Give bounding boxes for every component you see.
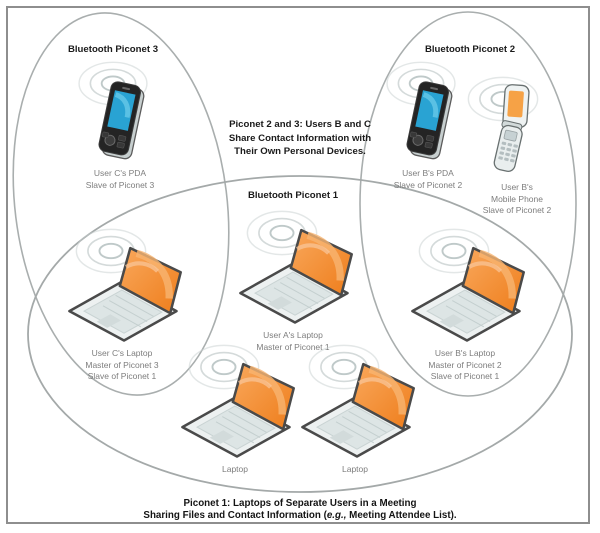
label-line: Master of Piconet 1	[256, 341, 330, 352]
label-line: User C's Laptop	[91, 348, 153, 358]
label-line: Master of Piconet 3	[85, 359, 159, 370]
diagram-frame	[6, 6, 590, 524]
device-label: User C's Laptop Master of Piconet 3 Slav…	[47, 348, 197, 383]
device-label: User B's Mobile Phone Slave of Piconet 2	[467, 182, 567, 217]
caption-line-2: Sharing Files and Contact Information (e…	[100, 510, 500, 522]
laptop-art	[218, 210, 368, 328]
device-laptop-generic-2: Laptop	[280, 340, 430, 476]
label-line: Laptop	[222, 464, 248, 474]
label-line: Slave of Piconet 1	[430, 371, 500, 382]
laptop-art	[390, 228, 540, 346]
label-line: Laptop	[342, 464, 368, 474]
device-label: Laptop	[280, 464, 430, 476]
pda-icon	[97, 81, 146, 160]
note-line: Their Own Personal Devices.	[234, 146, 366, 157]
piconet2-title: Bluetooth Piconet 2	[424, 44, 516, 55]
piconet2-ellipse	[359, 11, 577, 397]
label-line: User A's Laptop	[263, 330, 323, 340]
piconet1-ellipse	[27, 175, 573, 493]
note-line: Share Contact Information with	[228, 132, 372, 144]
label-line: User B's	[501, 182, 533, 192]
device-user-a-laptop: User A's Laptop Master of Piconet 1	[218, 206, 368, 353]
caption-line-1: Piconet 1: Laptops of Separate Users in …	[183, 498, 417, 509]
label-line: User B's Laptop	[434, 348, 496, 358]
caption-text: Sharing Files and Contact Information (	[143, 510, 327, 522]
laptop-art	[47, 228, 197, 346]
device-laptop-generic-1: Laptop	[160, 340, 310, 476]
label-line: Slave of Piconet 2	[482, 205, 552, 216]
caption-text: Meeting Attendee List).	[346, 510, 457, 522]
device-user-b-mobile-phone: User B's Mobile Phone Slave of Piconet 2	[467, 74, 567, 217]
device-label: User B's Laptop Master of Piconet 2 Slav…	[390, 348, 540, 383]
phone-art	[467, 76, 539, 174]
label-line: Mobile Phone	[491, 193, 543, 204]
label-line: Slave of Piconet 1	[87, 371, 157, 382]
piconet23-note: Piconet 2 and 3: Users B and C Share Con…	[200, 118, 400, 159]
piconet1-title: Bluetooth Piconet 1	[247, 190, 339, 201]
device-user-b-pda: User B's PDA Slave of Piconet 2	[378, 56, 478, 191]
device-label: User A's Laptop Master of Piconet 1	[218, 330, 368, 353]
device-label: Laptop	[160, 464, 310, 476]
laptop-art	[280, 344, 430, 462]
label-line: User C's PDA	[93, 168, 147, 178]
device-label: User B's PDA Slave of Piconet 2	[378, 168, 478, 191]
label-line: User B's PDA	[402, 168, 454, 178]
piconet3-ellipse	[12, 12, 230, 396]
caption-italic-text: e.g.,	[326, 510, 347, 522]
label-line: Slave of Piconet 2	[393, 179, 463, 190]
device-user-c-laptop: User C's Laptop Master of Piconet 3 Slav…	[47, 224, 197, 383]
piconet1-caption: Piconet 1: Laptops of Separate Users in …	[100, 498, 500, 522]
piconet3-title: Bluetooth Piconet 3	[67, 44, 159, 55]
pda-art	[78, 61, 170, 166]
label-line: Slave of Piconet 3	[85, 179, 155, 190]
device-user-c-pda: User C's PDA Slave of Piconet 3	[70, 56, 170, 191]
label-line: Master of Piconet 2	[428, 359, 502, 370]
note-line: Piconet 2 and 3: Users B and C	[229, 119, 371, 130]
device-user-b-laptop: User B's Laptop Master of Piconet 2 Slav…	[390, 224, 540, 383]
pda-icon	[405, 81, 454, 160]
device-label: User C's PDA Slave of Piconet 3	[70, 168, 170, 191]
